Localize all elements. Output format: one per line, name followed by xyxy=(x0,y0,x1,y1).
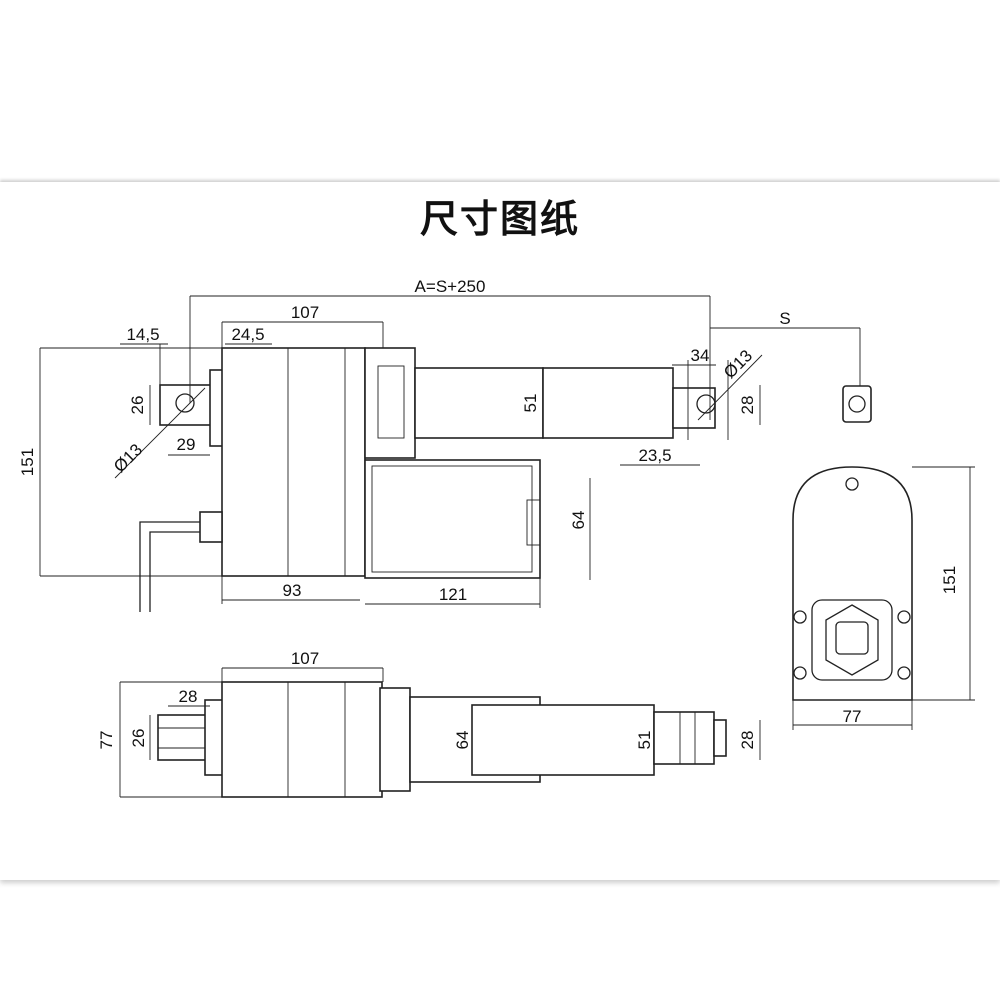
dim-total-length: A=S+250 xyxy=(415,277,486,296)
dim-rear-hole: Ø13 xyxy=(110,440,146,476)
dim-front-clevis-height: 28 xyxy=(738,396,757,415)
rear-mount-hole xyxy=(175,393,195,413)
end-housing xyxy=(792,466,913,701)
side-housing xyxy=(221,681,383,798)
dim-side-overall-height: 77 xyxy=(97,731,116,750)
dim-front-clevis-length: 34 xyxy=(691,346,710,365)
rear-clevis xyxy=(159,384,213,426)
dim-end-width: 77 xyxy=(843,707,862,726)
dim-rear-clevis-width: 29 xyxy=(177,435,196,454)
inner-rod xyxy=(542,367,674,439)
motor xyxy=(364,459,541,579)
dim-side-front-clevis-height: 28 xyxy=(738,731,757,750)
dim-side-housing-length: 107 xyxy=(291,649,319,668)
dim-rear-offset: 14,5 xyxy=(126,325,159,344)
dim-housing-base: 93 xyxy=(283,581,302,600)
dim-side-tube-diameter: 64 xyxy=(453,731,472,750)
dim-rear-clevis-height: 26 xyxy=(128,396,147,415)
gearbox-housing xyxy=(221,347,366,577)
dim-motor-diameter: 64 xyxy=(569,511,588,530)
dim-end-height: 151 xyxy=(940,566,959,594)
dim-rear-clevis-offset: 24,5 xyxy=(231,325,264,344)
extended-rod-end xyxy=(842,385,872,423)
dim-side-rear-clevis-height: 26 xyxy=(129,729,148,748)
end-view: 151 77 xyxy=(792,466,975,730)
front-mount-hole xyxy=(696,394,716,414)
dim-side-rod-diameter: 51 xyxy=(635,731,654,750)
dim-front-end-offset: 23,5 xyxy=(638,446,671,465)
dim-rod-diameter: 51 xyxy=(521,394,540,413)
front-clevis xyxy=(672,387,716,429)
dim-motor-length: 121 xyxy=(439,585,467,604)
top-view: A=S+250 S 107 14,5 24,5 151 26 Ø13 29 51… xyxy=(18,277,872,612)
side-rear-clevis xyxy=(157,714,211,761)
side-front-clevis xyxy=(653,711,715,765)
outer-tube xyxy=(414,367,544,439)
front-collar xyxy=(364,347,416,459)
dim-side-rear-clevis-width: 28 xyxy=(179,687,198,706)
cable-gland xyxy=(199,511,223,543)
dim-stroke: S xyxy=(779,309,790,328)
dim-overall-height: 151 xyxy=(18,448,37,476)
drawing-title: 尺寸图纸 xyxy=(419,197,580,241)
side-inner-rod xyxy=(471,704,655,776)
dim-housing-length: 107 xyxy=(291,303,319,322)
side-view: 107 28 77 26 64 51 28 xyxy=(97,649,761,798)
dim-front-hole: Ø13 xyxy=(720,346,756,382)
